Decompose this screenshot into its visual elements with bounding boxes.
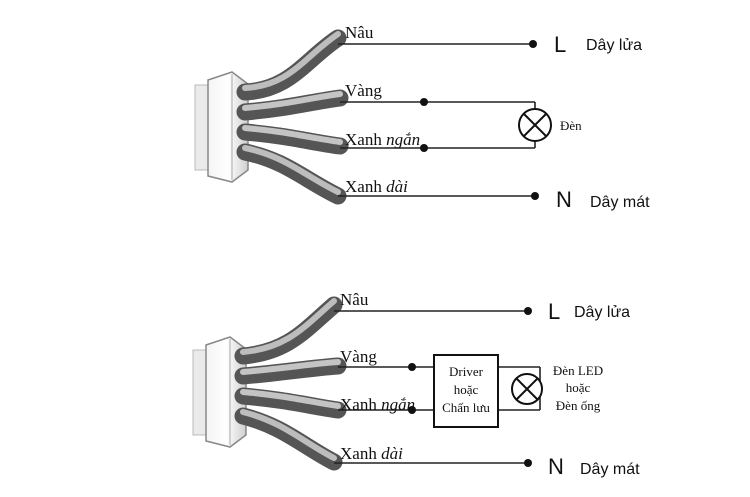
lamp-label-line-1: Đèn LED xyxy=(553,363,603,378)
terminal-dot-l xyxy=(529,40,537,48)
lamp-icon xyxy=(518,108,552,142)
driver-label-line-2: hoặc xyxy=(454,382,479,397)
lamp-label-line-2: hoặc xyxy=(566,380,591,395)
diagram-2: Driver hoặc Chấn lưu Đèn LED hoặc Đèn ốn… xyxy=(192,290,640,479)
terminal-letter-n: N xyxy=(556,187,572,212)
driver-label-line-1: Driver xyxy=(449,364,484,379)
wire-label-xanh-ngan: Xanh ngắn xyxy=(345,130,420,149)
wire-label-xanh-dai: Xanh dài xyxy=(340,444,403,463)
terminal-text-day-lua: Dây lửa xyxy=(574,304,630,321)
terminal-text-day-mat: Dây mát xyxy=(590,194,650,211)
junction-dot-vang xyxy=(408,363,416,371)
wire-label-xanh-ngan-italic: ngắn xyxy=(381,395,415,414)
wire-label-nau: Nâu xyxy=(345,23,374,42)
wire-label-xanh-dai-main: Xanh xyxy=(345,177,382,196)
driver-box xyxy=(433,354,499,428)
wire-label-xanh-dai-italic: dài xyxy=(386,177,408,196)
wire-label-nau: Nâu xyxy=(340,290,369,309)
wire-label-xanh-dai: Xanh dài xyxy=(345,177,408,196)
terminal-text-day-lua: Dây lửa xyxy=(586,37,642,54)
terminal-dot-l xyxy=(524,307,532,315)
junction-dot-vang xyxy=(420,98,428,106)
lamp-label-line-3: Đèn ống xyxy=(556,398,601,413)
junction-dot-xanh-ngan xyxy=(420,144,428,152)
wire-label-xanh-dai-main: Xanh xyxy=(340,444,377,463)
terminal-letter-l: L xyxy=(548,299,560,324)
lamp-icon xyxy=(511,373,543,405)
driver-label-line-3: Chấn lưu xyxy=(442,400,490,415)
wire-label-xanh-ngan-main: Xanh xyxy=(345,130,382,149)
wire-lines xyxy=(338,43,536,197)
lamp-label: Đèn xyxy=(560,118,582,133)
wire-label-xanh-ngan-main: Xanh xyxy=(340,395,377,414)
terminal-dot-n xyxy=(531,192,539,200)
junction-dot-xanh-ngan xyxy=(408,406,416,414)
terminal-letter-n: N xyxy=(548,454,564,479)
cable-bundle xyxy=(236,29,349,205)
wire-label-xanh-ngan: Xanh ngắn xyxy=(340,395,415,414)
wire-label-xanh-dai-italic: dài xyxy=(381,444,403,463)
wire-label-vang: Vàng xyxy=(340,347,377,366)
diagram-1: Nâu Vàng Xanh ngắn Xanh dài L Dây lửa Đè… xyxy=(194,23,650,212)
terminal-dot-n xyxy=(524,459,532,467)
terminal-text-day-mat: Dây mát xyxy=(580,461,640,478)
wire-label-xanh-ngan-italic: ngắn xyxy=(386,130,420,149)
cable-bundle xyxy=(234,296,347,471)
wire-lines xyxy=(334,310,541,464)
terminal-letter-l: L xyxy=(554,32,566,57)
wire-label-vang: Vàng xyxy=(345,81,382,100)
